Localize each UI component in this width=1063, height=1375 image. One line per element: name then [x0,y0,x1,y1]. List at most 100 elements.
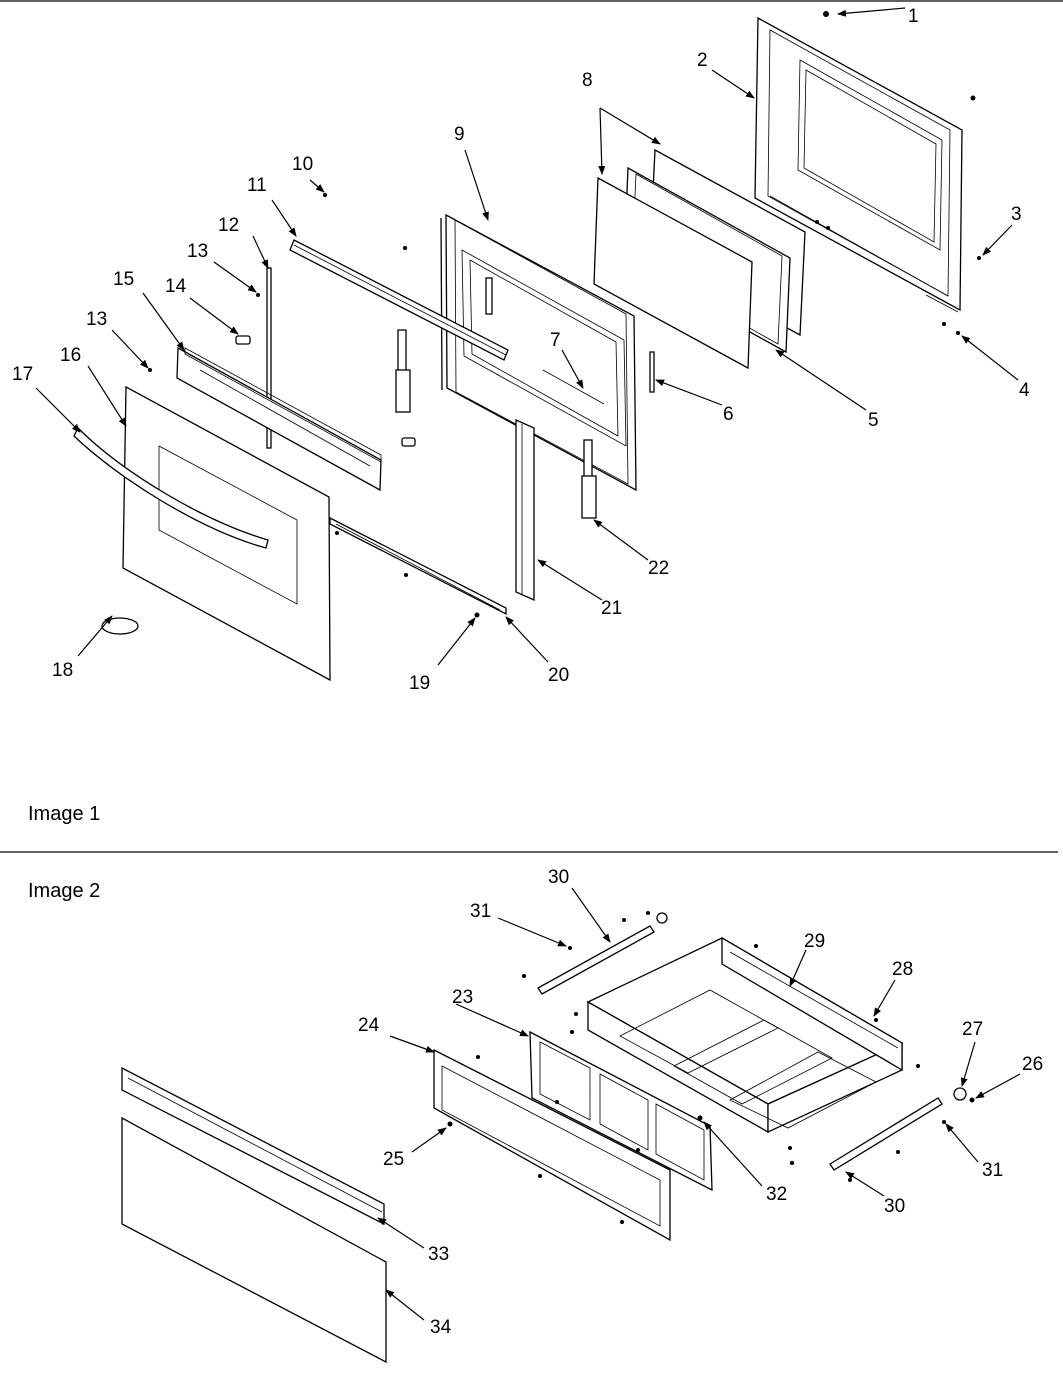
callout-30: 30 [548,867,569,888]
callout-23: 23 [452,987,473,1008]
callout-31: 31 [470,901,491,922]
screw-icon [646,911,650,915]
screw-icon [942,322,946,326]
screw-icon [636,1148,640,1152]
callout-33: 33 [428,1244,449,1265]
screw-icon [848,1178,852,1182]
screw-icon [323,193,327,197]
part-drawer-slide [829,1097,943,1171]
screw-icon [574,1012,578,1016]
callout-10: 10 [292,154,313,175]
screw-icon [570,1030,574,1034]
screw-icon [335,531,339,535]
screw-icon [790,1161,794,1165]
part-door-glass [593,148,806,370]
callout-1: 1 [908,6,919,27]
part-door-handle [73,426,269,549]
callout-27: 27 [962,1019,983,1040]
part-glass-clip [649,351,655,393]
part-door-top-channel [176,346,382,492]
part-side-rod [266,267,272,449]
screw-icon [977,256,981,260]
screw-icon [823,11,829,17]
part-door-inner-panel [440,213,637,492]
part-door-hinge [395,329,597,519]
callout-18: 18 [52,660,73,681]
screw-icon [874,1018,878,1022]
part-drawer-slide [537,925,655,995]
callout-13: 13 [187,241,208,262]
screw-icon [970,95,976,101]
callout-7: 7 [550,330,561,351]
screw-icon [622,918,626,922]
part-bottom-door-rail [329,516,507,616]
part-drawer-panel [433,1048,671,1242]
screw-icon [476,1055,480,1059]
callout-25: 25 [383,1149,404,1170]
screw-icon [538,1174,542,1178]
screw-icon [148,368,152,372]
callout-9: 9 [454,124,465,145]
callout-12: 12 [218,215,239,236]
callout-3: 3 [1011,204,1022,225]
callout-19: 19 [409,673,430,694]
screw-icon [956,331,960,335]
image-2-drawer-assembly [121,911,975,1364]
callout-31b: 31 [982,1160,1003,1181]
screw-icon [754,944,758,948]
part-roller [656,912,668,924]
callout-17: 17 [12,364,33,385]
part-inner-door-liner [754,16,963,313]
callout-5: 5 [868,410,879,431]
callout-28: 28 [892,959,913,980]
screw-icon [896,1150,900,1154]
screw-icon [522,974,526,978]
callout-32: 32 [766,1184,787,1205]
screw-icon [620,1220,624,1224]
image-1-door-assembly [73,11,981,682]
image-2-leaders [377,887,1021,1321]
screw-icon [555,1100,559,1104]
callout-16: 16 [60,345,81,366]
callout-30b: 30 [884,1196,905,1217]
image-2-callouts: 23 24 25 26 27 28 29 30 30 31 31 32 33 3… [358,867,1043,1338]
callout-21: 21 [601,598,622,619]
screw-icon [826,226,830,230]
callout-4: 4 [1019,380,1030,401]
callout-26: 26 [1022,1054,1043,1075]
screw-icon [568,946,572,950]
callout-14: 14 [165,276,187,297]
image-1-leaders [35,7,1019,666]
part-top-door-trim [289,239,509,361]
screw-icon [256,293,260,297]
callout-24: 24 [358,1015,380,1036]
caption-image-2: Image 2 [28,880,100,902]
screw-icon [969,1097,975,1103]
part-drawer-front-panel [121,1116,387,1364]
part-bumper [235,335,251,345]
part-drawer-body [586,936,904,1134]
screw-icon [815,220,819,224]
screw-icon [916,1064,920,1068]
part-vertical-channel [515,418,535,602]
callout-20: 20 [548,665,569,686]
caption-image-1: Image 1 [28,803,100,825]
callout-29: 29 [804,931,825,952]
screw-icon [942,1120,946,1124]
callout-8: 8 [582,70,593,91]
callout-15: 15 [113,269,134,290]
screw-icon [788,1146,792,1150]
screw-icon [697,1115,703,1121]
callout-22: 22 [648,558,669,579]
callout-11: 11 [247,175,267,196]
callout-6: 6 [723,404,734,425]
screw-icon [447,1121,453,1127]
part-bumper [401,437,416,447]
part-roller [953,1087,967,1101]
screw-icon [404,573,408,577]
callout-2: 2 [697,50,708,71]
callout-34: 34 [430,1317,452,1338]
part-drawer-front-frame [529,1030,713,1192]
part-emblem [101,617,139,635]
screw-icon [403,246,407,250]
